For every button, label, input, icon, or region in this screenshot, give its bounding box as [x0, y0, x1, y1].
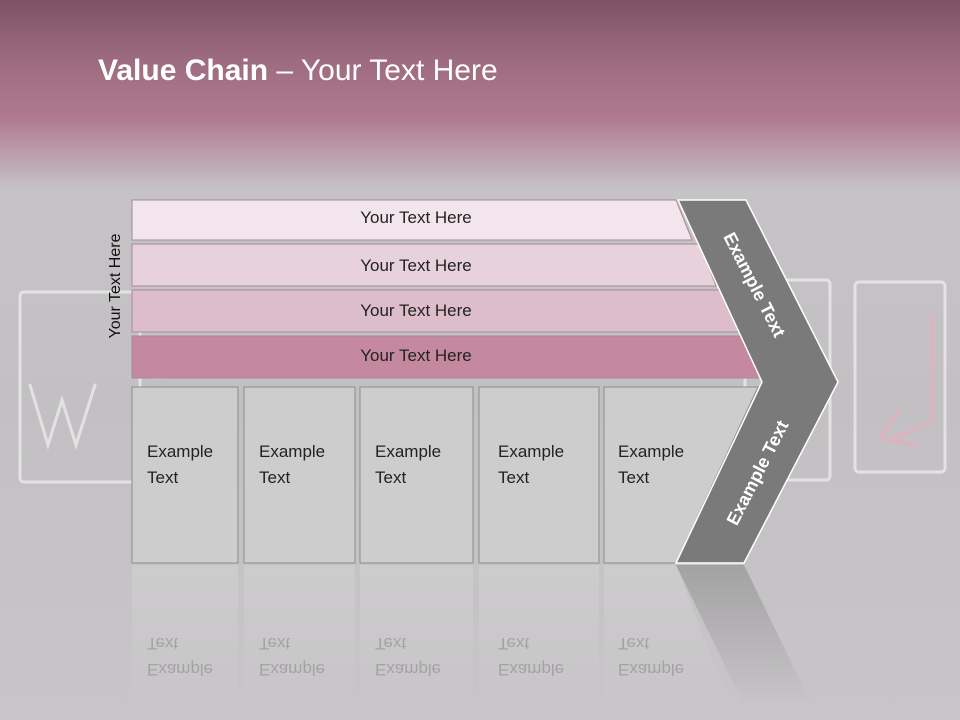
- support-row-2: [131, 243, 717, 287]
- primary-cell-2: [243, 386, 356, 564]
- primary-cell-1-reflection: Example Text: [147, 630, 213, 682]
- reflection-5-line-1: Example: [618, 660, 685, 679]
- reflection: [132, 565, 812, 705]
- support-row-1: [131, 199, 693, 241]
- reflection-3-line-1: Example: [375, 660, 442, 679]
- primary-cell-4: [478, 386, 600, 564]
- slide-title: Value Chain – Your Text Here: [98, 54, 498, 88]
- cell-4-line-1: Example: [498, 442, 565, 461]
- cell-5-line-1: Example: [618, 442, 685, 461]
- reflection-1-line-1: Example: [147, 660, 214, 679]
- cell-3-line-2: Text: [375, 468, 407, 487]
- primary-cell-3: [359, 386, 474, 564]
- primary-cell-4-reflection: Example Text: [498, 630, 564, 682]
- reflection-4-line-1: Example: [498, 660, 565, 679]
- cell-1-line-1: Example: [147, 442, 214, 461]
- reflection-2-line-1: Example: [259, 660, 326, 679]
- support-row-4-label: Your Text Here: [360, 346, 472, 365]
- reflection-2-line-2: Text: [259, 634, 291, 653]
- primary-cell-5-reflection: Example Text: [618, 630, 684, 682]
- reflection-5-line-2: Text: [618, 634, 650, 653]
- cell-5-line-2: Text: [618, 468, 650, 487]
- primary-cell-2-reflection: Example Text: [259, 630, 325, 682]
- margin-chevron: [674, 199, 839, 564]
- support-row-1-label: Your Text Here: [360, 208, 472, 227]
- title-bold: Value Chain: [98, 54, 269, 87]
- title-rest: – Your Text Here: [268, 54, 498, 87]
- reflection-4-line-2: Text: [498, 634, 530, 653]
- cell-2-line-1: Example: [259, 442, 326, 461]
- primary-cell-3-reflection: Example Text: [375, 630, 441, 682]
- support-row-2-label: Your Text Here: [360, 256, 472, 275]
- cell-1-line-2: Text: [147, 468, 179, 487]
- header-band: [0, 0, 960, 190]
- support-row-3-label: Your Text Here: [360, 301, 472, 320]
- cell-4-line-2: Text: [498, 468, 530, 487]
- cell-2-line-2: Text: [259, 468, 291, 487]
- reflection-1-line-2: Text: [147, 634, 179, 653]
- primary-cell-1: [131, 386, 239, 564]
- reflection-3-line-2: Text: [375, 634, 407, 653]
- cell-3-line-1: Example: [375, 442, 442, 461]
